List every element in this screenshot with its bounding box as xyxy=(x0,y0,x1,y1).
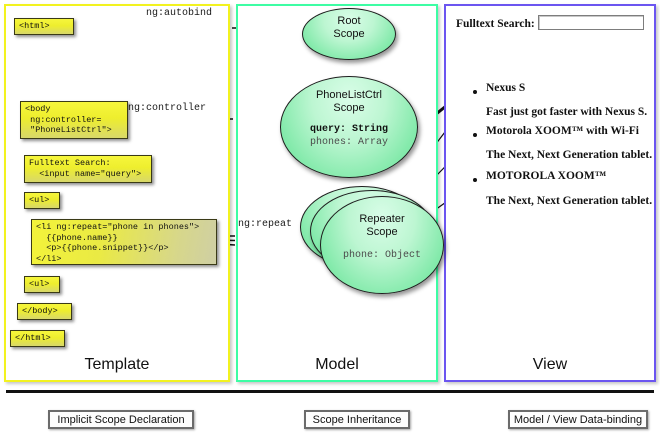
legend-item-implicit-scope-declaration: Implicit Scope Declaration xyxy=(48,410,194,429)
edge-label-ng-repeat: ng:repeat xyxy=(238,219,293,230)
list-item-snippet: Fast just got faster with Nexus S. xyxy=(486,106,648,118)
scope-prop-query: query: String xyxy=(309,124,388,136)
column-title-view: View xyxy=(532,356,568,373)
scope-phonelistctrl-line2: Scope xyxy=(333,101,365,114)
scope-prop-phone: phone: Object xyxy=(342,250,421,262)
scope-root-line2: Scope xyxy=(333,27,365,40)
list-bullet xyxy=(473,178,477,182)
scope-repeater-line2: Scope xyxy=(366,225,398,238)
code-box-body-close: </body> xyxy=(17,303,72,320)
list-item-snippet: The Next, Next Generation tablet. xyxy=(486,149,653,161)
list-item-title: Nexus S xyxy=(486,82,526,94)
code-box-html-open: <html> xyxy=(14,18,74,35)
scope-repeater: Repeater Scope phone: Object xyxy=(320,196,444,294)
column-title-template: Template xyxy=(84,356,150,373)
legend: Implicit Scope Declaration Scope Inherit… xyxy=(0,388,660,435)
legend-divider xyxy=(6,390,654,393)
code-box-fulltext-search: Fulltext Search: <input name="query"> xyxy=(24,155,152,183)
list-bullet xyxy=(473,133,477,137)
column-title-model: Model xyxy=(315,356,359,373)
scope-root-line1: Root xyxy=(337,15,361,27)
scope-prop-phones: phones: Array xyxy=(309,136,388,148)
edge-label-ng-autobind: ng:autobind xyxy=(146,8,213,19)
list-item-title: Motorola XOOM™ with Wi-Fi xyxy=(486,125,640,137)
scope-phonelistctrl-line1: PhoneListCtrl xyxy=(315,89,383,101)
list-item-snippet: The Next, Next Generation tablet. xyxy=(486,195,653,207)
search-input[interactable] xyxy=(538,15,644,30)
code-box-body-open: <body ng:controller= "PhoneListCtrl"> xyxy=(20,101,128,139)
list-bullet xyxy=(473,90,477,94)
view-search-label: Fulltext Search: xyxy=(456,18,535,30)
column-view: View xyxy=(444,4,656,382)
list-item-title: MOTOROLA XOOM™ xyxy=(486,170,607,182)
code-box-html-close: </html> xyxy=(10,330,65,347)
edge-label-ng-controller: ng:controller xyxy=(128,103,207,114)
legend-item-model-view-data-binding: Model / View Data-binding xyxy=(508,410,648,429)
scope-repeater-line1: Repeater xyxy=(359,213,405,225)
code-box-li-repeat: <li ng:repeat="phone in phones"> {{phone… xyxy=(31,219,217,265)
code-box-ul-open: <ul> xyxy=(24,192,60,209)
code-box-ul-close: <ul> xyxy=(24,276,60,293)
legend-item-scope-inheritance: Scope Inheritance xyxy=(304,410,410,429)
scope-phonelistctrl: PhoneListCtrl Scope query: String phones… xyxy=(280,76,418,178)
scope-root: Root Scope xyxy=(302,8,396,60)
